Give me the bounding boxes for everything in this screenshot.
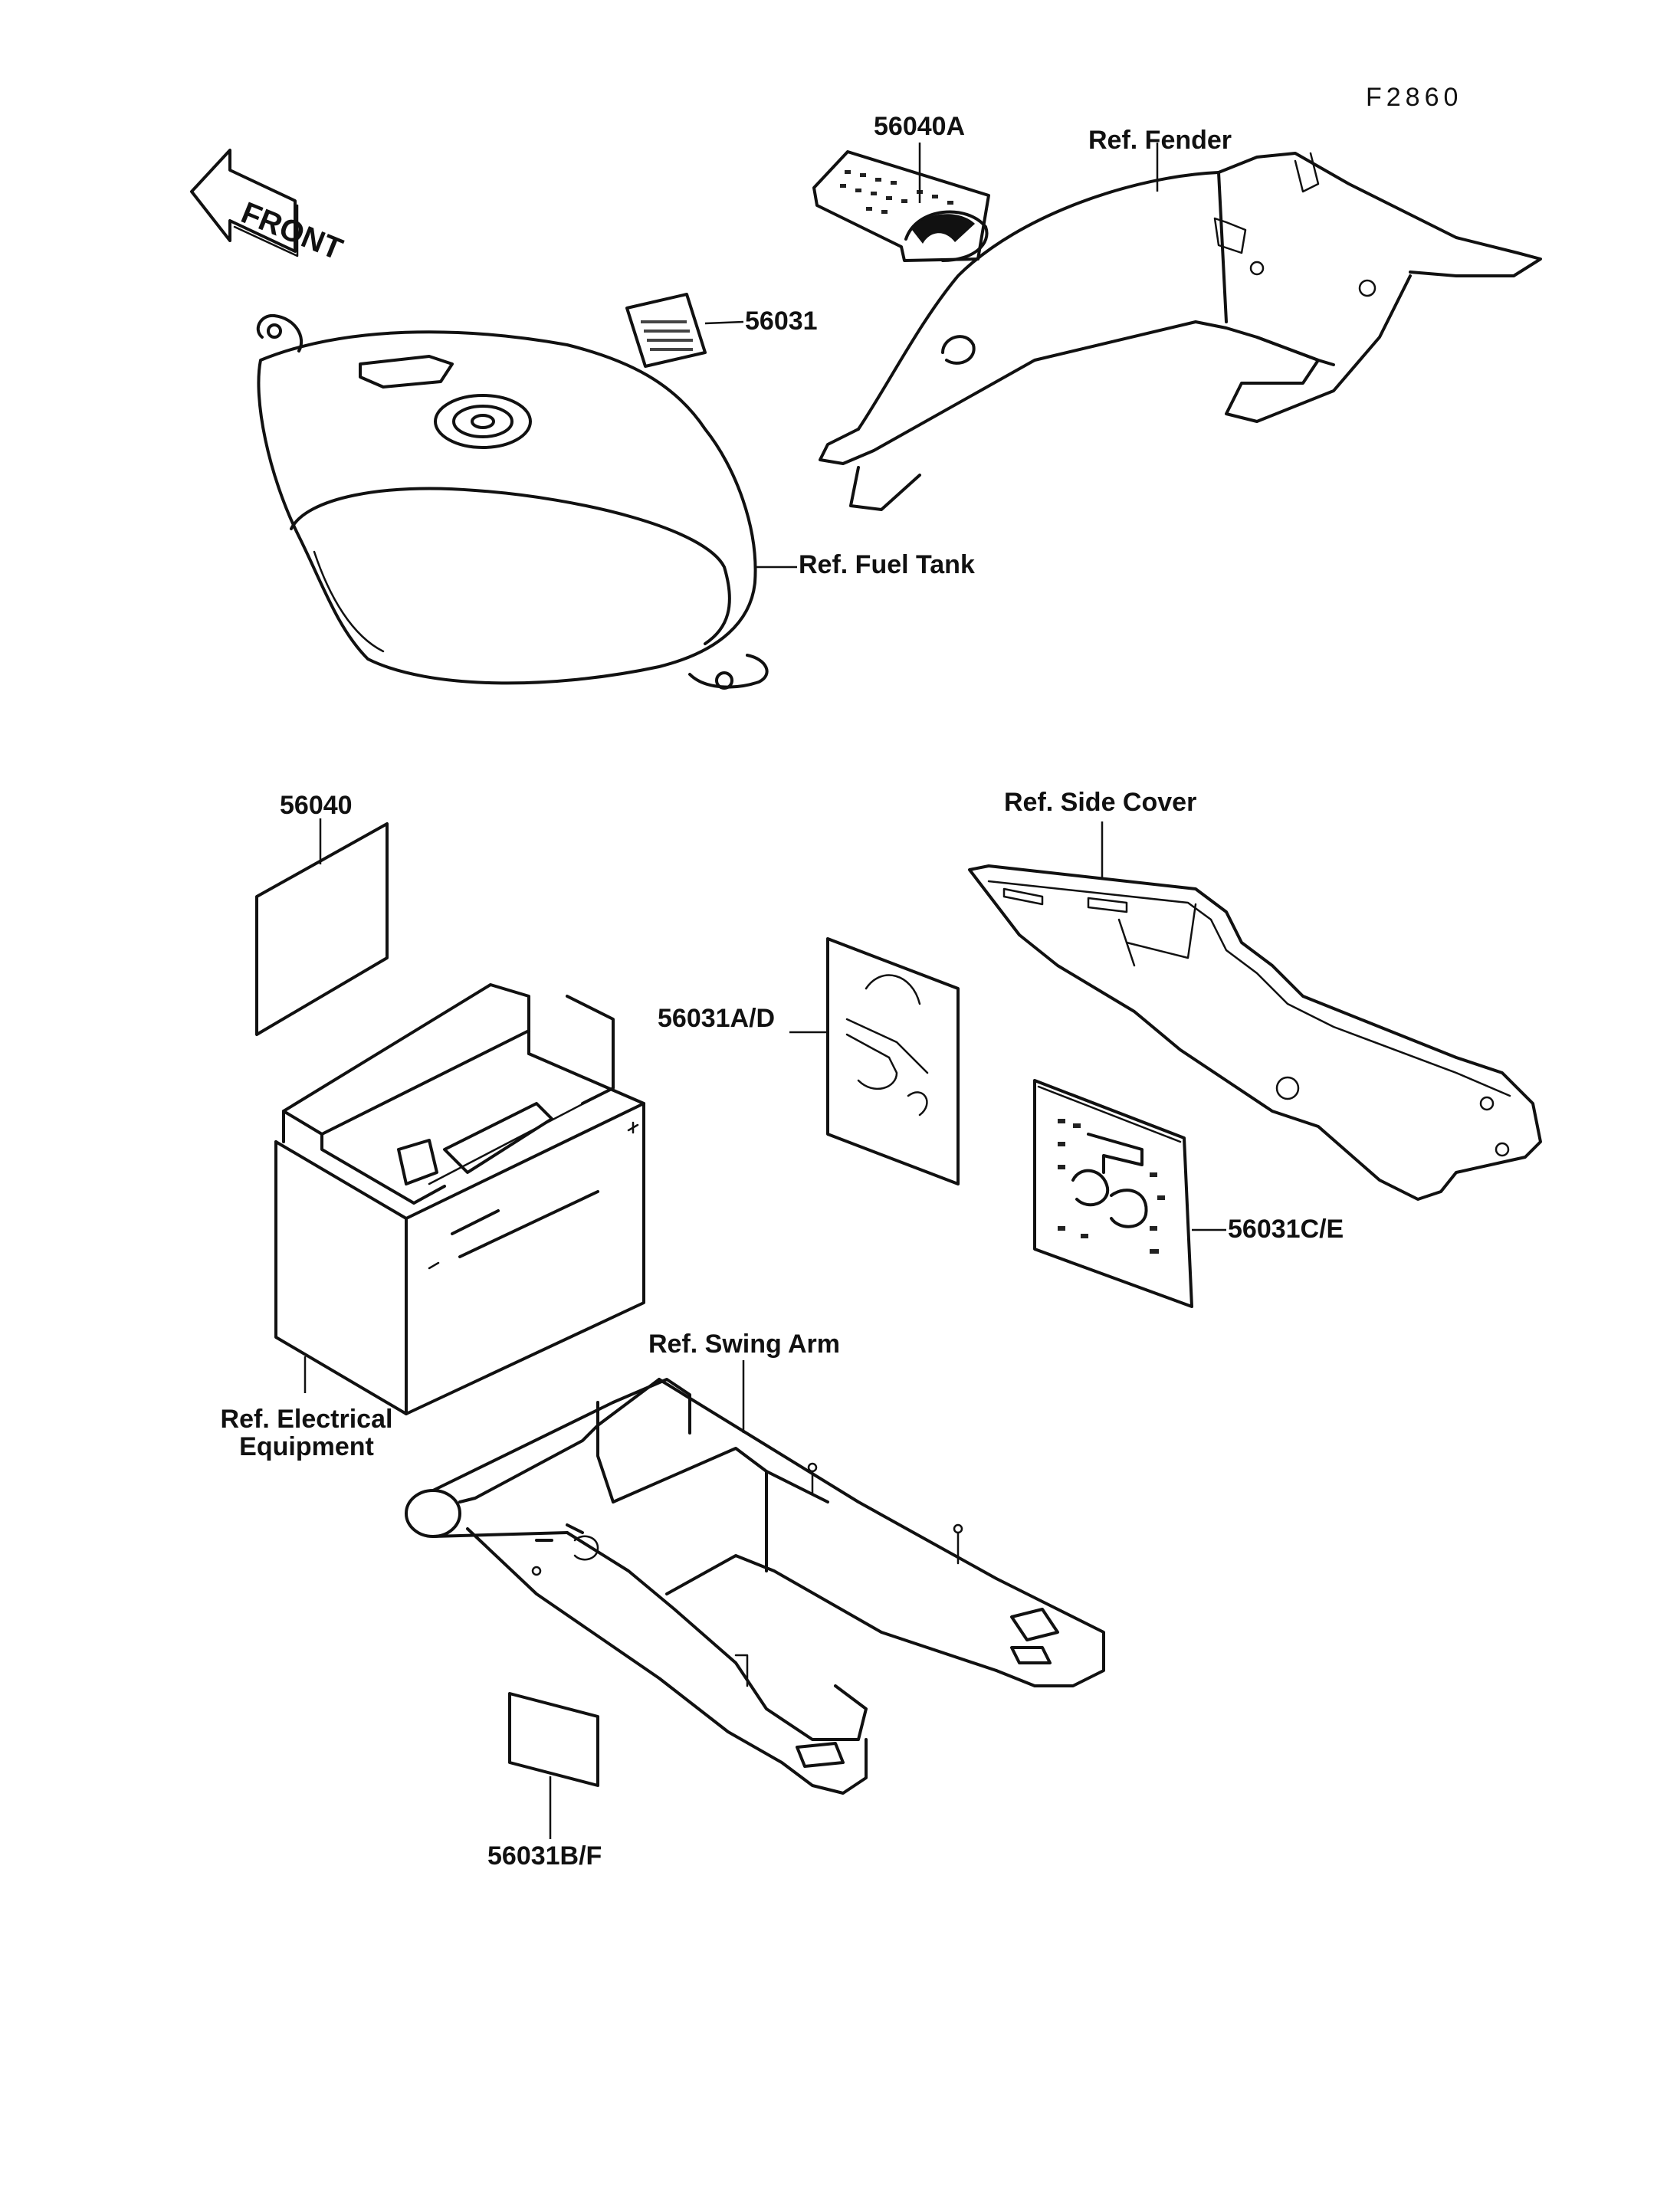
label-56031bf: 56031B/F — [487, 1841, 602, 1871]
decal-56031bf — [508, 1692, 599, 1839]
figure-id: F2860 — [1366, 83, 1463, 112]
label-ref-electrical-line1: Ref. Electrical — [220, 1405, 393, 1434]
side-cover — [968, 821, 1542, 1201]
swing-arm — [405, 1360, 1105, 1795]
label-ref-fuel-tank: Ref. Fuel Tank — [799, 550, 975, 579]
label-ref-electrical-line2: Equipment — [239, 1431, 374, 1461]
decal-56031ad — [789, 937, 960, 1185]
label-56031ad: 56031A/D — [658, 1004, 776, 1033]
battery-label-56040 — [255, 818, 389, 1036]
label-ref-side-cover: Ref. Side Cover — [1004, 788, 1197, 817]
label-ref-fender: Ref. Fender — [1088, 126, 1232, 155]
rear-fender — [819, 143, 1542, 511]
label-56031: 56031 — [745, 307, 818, 336]
label-56031ce: 56031C/E — [1228, 1215, 1344, 1244]
label-ref-electrical-equipment: Ref. Electrical Equipment — [207, 1405, 406, 1461]
decal-56031 — [625, 293, 744, 368]
label-ref-swing-arm: Ref. Swing Arm — [648, 1330, 840, 1359]
front-arrow: FRONT — [190, 149, 347, 267]
front-arrow-text: FRONT — [237, 196, 347, 267]
battery — [274, 983, 645, 1415]
decal-56031ce — [1033, 1079, 1226, 1308]
label-56040a: 56040A — [874, 112, 966, 141]
decal-56040a — [812, 143, 990, 262]
label-56040: 56040 — [280, 791, 353, 820]
fuel-tank — [256, 313, 797, 690]
